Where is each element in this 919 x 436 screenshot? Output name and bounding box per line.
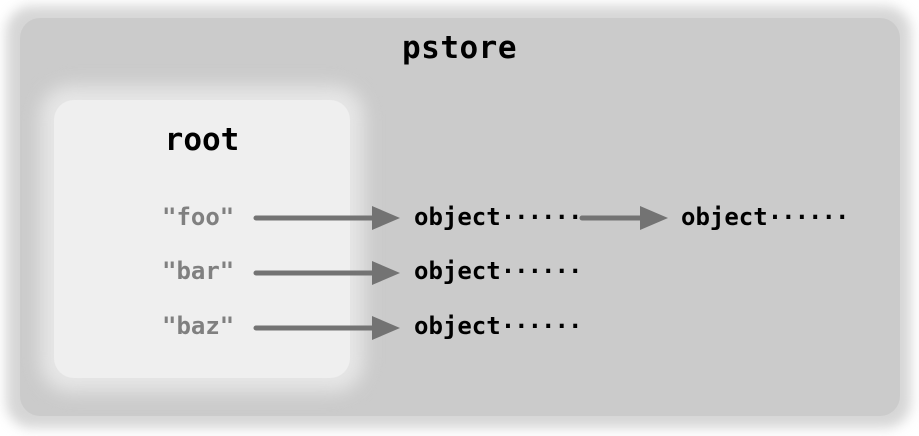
object-label: object [414,203,501,231]
arrowhead-baz [372,316,400,340]
object-label: object [414,312,501,340]
ellipsis-dots: ······ [500,257,583,285]
store-title: pstore [402,30,517,66]
ellipsis-dots: ······ [767,203,850,231]
key-bar: "bar" [162,257,235,285]
object-node-foo-2: object······ [681,203,850,231]
object-node-bar-1: object······ [414,257,583,285]
arrowhead-bar [372,261,400,285]
object-label: object [681,203,768,231]
object-label: object [414,257,501,285]
arrowhead-foo [372,206,400,230]
object-node-foo-1: object······ [414,203,583,231]
root-title: root [164,122,240,158]
root-container [54,100,350,378]
arrowhead-object-chain [640,206,668,230]
ellipsis-dots: ······ [500,203,583,231]
key-baz: "baz" [162,312,235,340]
object-node-baz-1: object······ [414,312,583,340]
ellipsis-dots: ······ [500,312,583,340]
key-foo: "foo" [162,203,235,231]
